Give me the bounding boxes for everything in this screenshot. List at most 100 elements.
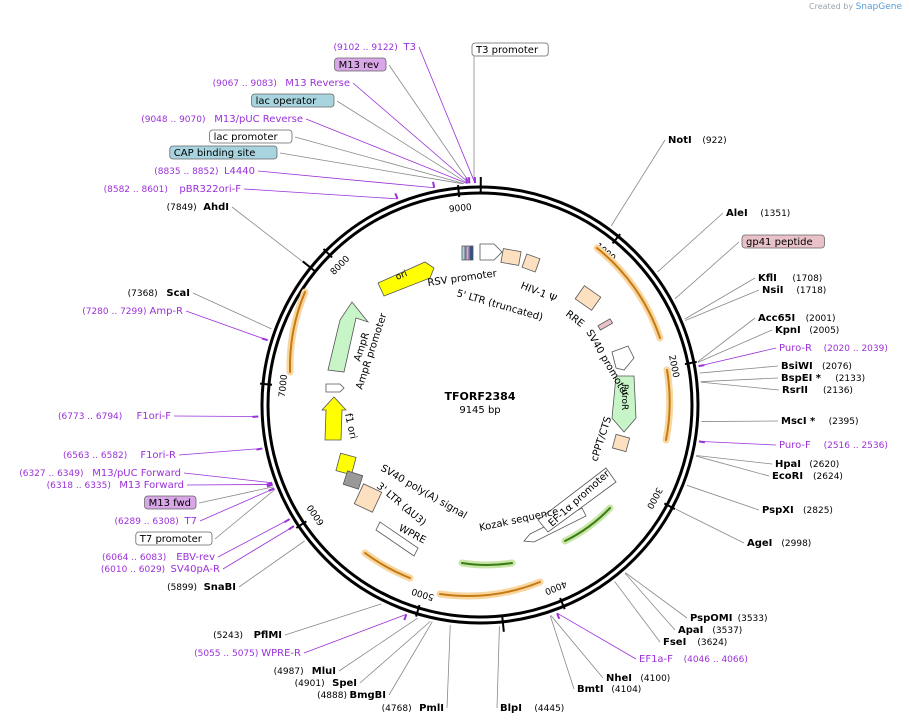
leader-kpni xyxy=(697,329,773,363)
enzyme-hpai: HpaI xyxy=(775,459,801,470)
leader-blpi xyxy=(496,626,500,709)
primer-l4440: L4440 xyxy=(224,166,255,177)
primer-f1ori-r: F1ori-R xyxy=(140,450,176,461)
leader-wpre-r xyxy=(303,614,407,654)
primer-marker-10 xyxy=(268,487,275,492)
enzyme-bmti: BmtI xyxy=(577,684,604,695)
puror-arrow xyxy=(611,375,637,433)
enzyme-pflmi: PflMI xyxy=(254,630,282,641)
feature-box-t7-promoter xyxy=(135,531,213,546)
position-ebv-rev: (6064 .. 6083) xyxy=(102,553,166,563)
leader-puro-r xyxy=(698,347,777,367)
leader-t7 xyxy=(199,488,275,522)
enzyme-agei: AgeI xyxy=(747,538,772,549)
position-hpai: (2620) xyxy=(809,460,839,470)
tick-label-6000: 6000 xyxy=(306,502,327,527)
primer-ebv-rev: EBV-rev xyxy=(176,552,215,563)
leader-rsrii xyxy=(700,381,780,391)
inner-label-cppt: cPPT/CTS xyxy=(589,415,614,463)
leader-m13-forward xyxy=(186,484,273,486)
leader-gp41-peptide xyxy=(674,241,740,300)
primer-marker-4 xyxy=(394,192,399,200)
position-amp-r: (7280 .. 7299) xyxy=(82,307,146,317)
primer-m13-forward: M13 Forward xyxy=(119,480,184,491)
rre-box xyxy=(574,285,602,311)
position-t7: (6289 .. 6308) xyxy=(115,517,179,527)
primer-t3: T3 xyxy=(403,42,416,53)
position-pspomi: (3533) xyxy=(738,614,768,624)
lac-block-1 xyxy=(461,245,466,261)
position-msci: (2395) xyxy=(829,417,859,427)
position-alei: (1351) xyxy=(760,209,790,219)
leader-t7-promoter xyxy=(214,489,275,540)
enzyme-spei: SpeI xyxy=(332,678,357,689)
plasmid-size: 9145 bp xyxy=(459,405,500,416)
primer-marker-16 xyxy=(556,612,561,620)
feature-box-lac-promoter xyxy=(209,129,293,144)
leader-agei xyxy=(675,508,745,544)
position-nhei: (4100) xyxy=(640,674,670,684)
inner-label-puror: PuroR xyxy=(619,384,629,410)
enzyme-apai: ApaI xyxy=(678,625,703,636)
leader-pspxi xyxy=(686,484,760,511)
position-t3: (9102 .. 9122) xyxy=(334,43,398,53)
sv40-promoter-arrow xyxy=(611,345,635,371)
position-noti: (922) xyxy=(702,136,726,146)
leader-kfli xyxy=(684,277,756,320)
feature-box-gp41-peptide xyxy=(741,234,825,249)
primer-marker-5 xyxy=(261,337,268,342)
primer-marker-12 xyxy=(288,525,295,531)
enzyme-scai: ScaI xyxy=(166,288,190,299)
position-m13-puc-forward: (6327 .. 6349) xyxy=(19,469,83,479)
tick-mark-8000 xyxy=(322,248,333,259)
leader-apai xyxy=(624,572,676,631)
enzyme-bspei: BspEI * xyxy=(781,373,822,384)
primer-f1ori-f: F1ori-F xyxy=(137,411,172,422)
leader-alei xyxy=(657,212,724,273)
leader-pspomi xyxy=(625,572,688,619)
enzyme-ecori: EcoRI xyxy=(772,471,803,482)
enzyme-blpi: BlpI xyxy=(500,703,522,714)
position-pbr322ori-f: (8582 .. 8601) xyxy=(104,185,168,195)
leader-m13-fwd xyxy=(198,486,274,504)
position-bmti: (4104) xyxy=(611,685,641,695)
enzyme-nsii: NsiI xyxy=(762,285,783,296)
leader-sv40pa-r xyxy=(222,525,295,570)
primer-t7: T7 xyxy=(184,516,197,527)
position-pmli: (4768) xyxy=(382,704,412,714)
sv40-polya-box xyxy=(335,452,357,476)
position-rsrii: (2136) xyxy=(823,386,853,396)
position-pspxi: (2825) xyxy=(803,506,833,516)
position-bspei: (2133) xyxy=(835,374,865,384)
feature-label-cap-binding-site: CAP binding site xyxy=(174,148,256,159)
enzyme-nhei: NheI xyxy=(606,673,632,684)
primer-puro-f: Puro-F xyxy=(779,440,811,451)
feature-arc-1-core xyxy=(596,247,661,339)
f1-ori-arrow xyxy=(321,396,347,441)
ltr5-box xyxy=(500,248,522,266)
position-m13-reverse: (9067 .. 9083) xyxy=(213,79,277,89)
enzyme-kfli: KflI xyxy=(758,273,777,284)
leader-snabi xyxy=(238,540,305,588)
enzyme-rsrii: RsrII xyxy=(782,385,808,396)
primer-puro-r: Puro-R xyxy=(779,343,812,354)
leader-m13-rev xyxy=(388,64,471,184)
leader-f1ori-f xyxy=(173,415,259,417)
leader-lac-promoter xyxy=(294,136,465,184)
feature-label-t3-promoter: T3 promoter xyxy=(475,45,539,56)
feature-label-m13-rev: M13 rev xyxy=(339,60,380,71)
leader-l4440 xyxy=(257,170,435,189)
primer-marker-7 xyxy=(256,447,263,451)
leader-t3 xyxy=(418,46,476,184)
cppt-box xyxy=(611,433,631,453)
leader-m13-puc-forward xyxy=(183,472,273,484)
leader-lac-operator xyxy=(336,100,469,184)
outer-feature-arcs xyxy=(286,244,674,600)
position-puro-r: (2020 .. 2039) xyxy=(824,344,888,354)
position-scai: (7368) xyxy=(128,289,158,299)
leader-m13-reverse xyxy=(352,82,470,184)
credit-brand: SnapGene xyxy=(855,2,902,12)
leader-acc65i xyxy=(697,317,756,363)
position-acc65i: (2001) xyxy=(806,314,836,324)
